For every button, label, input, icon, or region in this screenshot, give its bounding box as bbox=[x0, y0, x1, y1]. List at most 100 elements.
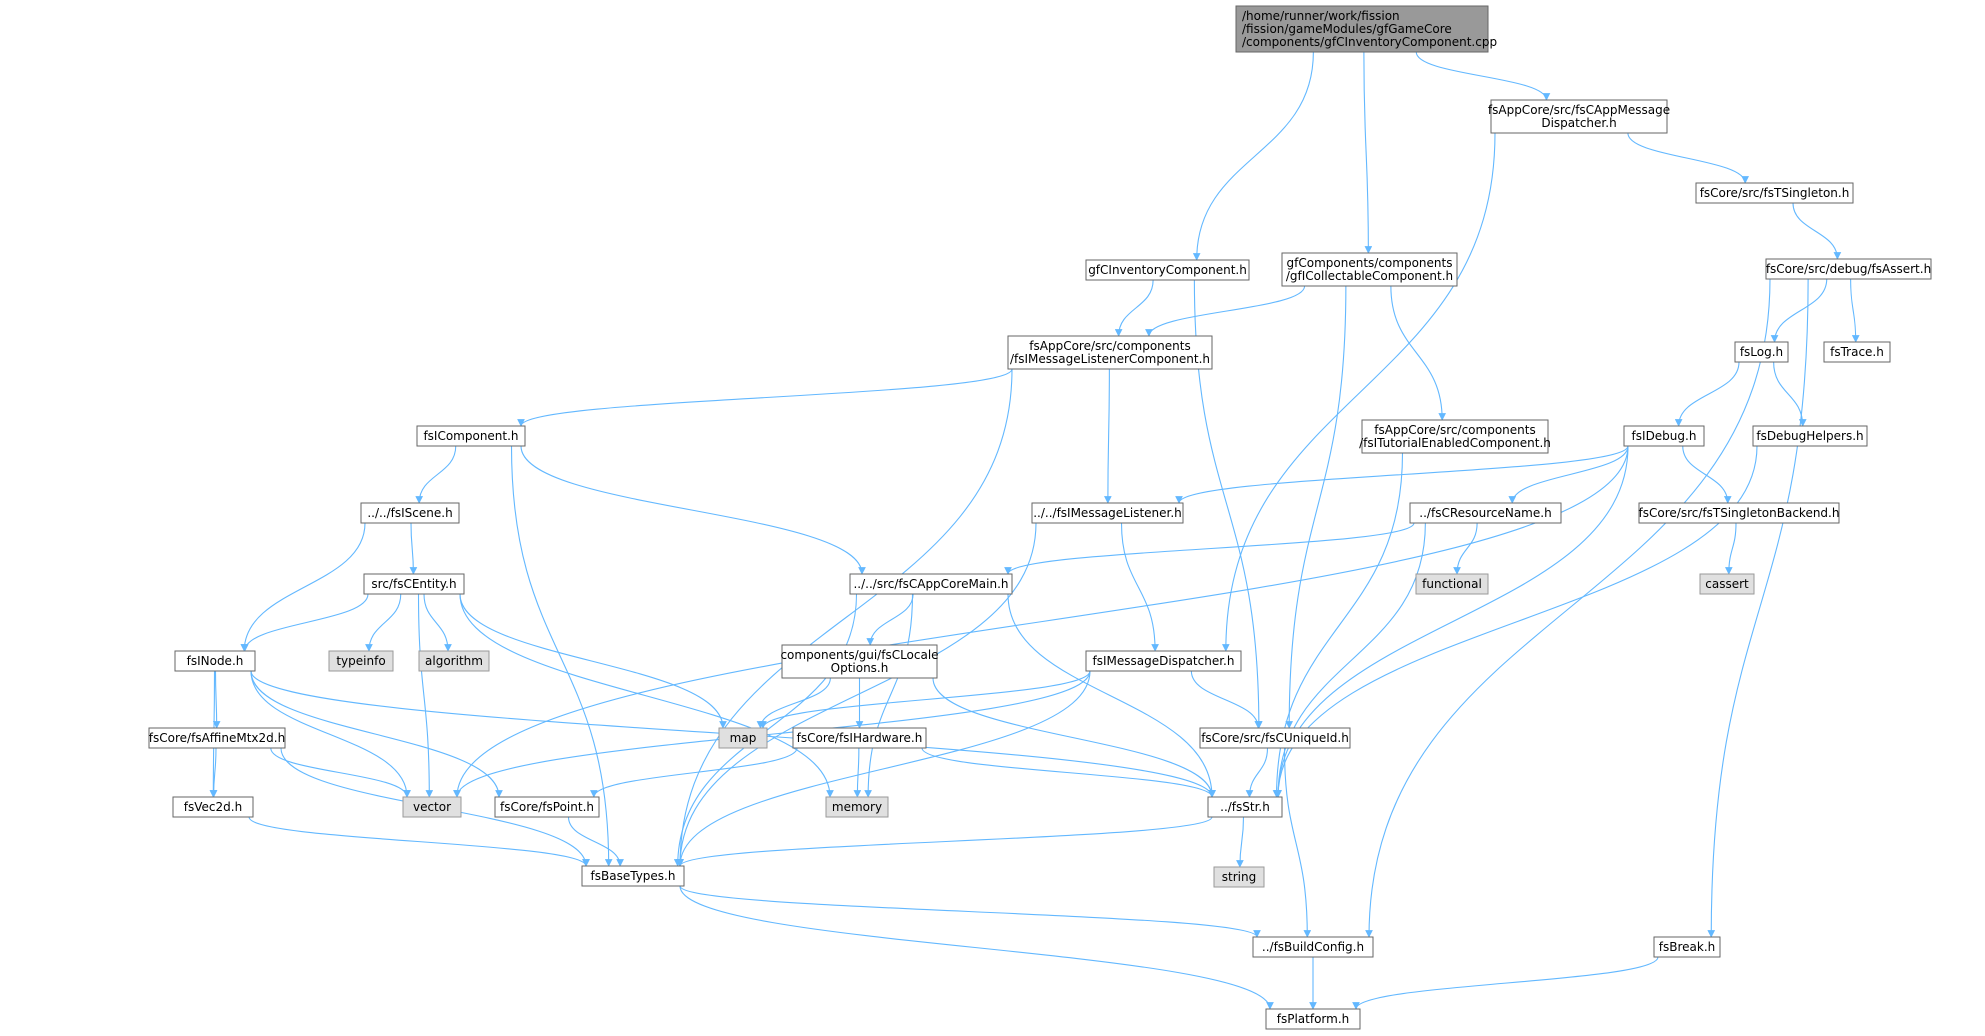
edge-fsidebug-to-resname bbox=[1508, 445, 1629, 504]
node-uniqueid[interactable]: fsCore/src/fsCUniqueId.h bbox=[1199, 727, 1351, 749]
edge-affine-to-vec2d bbox=[209, 747, 218, 798]
node-msglistener[interactable]: ../../fsIMessageListener.h bbox=[1031, 502, 1184, 524]
node-label-tsingleton-0: fsCore/src/fsTSingleton.h bbox=[1700, 186, 1850, 200]
node-label-msglistcomp-0: fsAppCore/src/components bbox=[1029, 339, 1190, 353]
node-inode[interactable]: fsINode.h bbox=[174, 650, 256, 672]
node-map: map bbox=[718, 727, 768, 749]
node-label-singletonbackend-0: fsCore/src/fsTSingletonBackend.h bbox=[1639, 506, 1840, 520]
node-label-typeinfo-0: typeinfo bbox=[336, 654, 385, 668]
node-appcoremain[interactable]: ../../src/fsCAppCoreMain.h bbox=[849, 573, 1013, 595]
node-root[interactable]: /home/runner/work/fission/fission/gameMo… bbox=[1235, 5, 1497, 53]
node-point[interactable]: fsCore/fsPoint.h bbox=[494, 796, 600, 818]
node-box-msgdisp bbox=[1085, 650, 1242, 672]
edge-centity-to-typeinfo bbox=[365, 593, 402, 652]
edge-msglistcomp-to-basetypes bbox=[676, 368, 1013, 867]
node-label-tutorial-1: /fsITutorialEnabledComponent.h bbox=[1359, 436, 1551, 450]
node-label-collectable-0: gfComponents/components bbox=[1287, 256, 1453, 270]
node-label-icomponent-0: fsIComponent.h bbox=[423, 429, 518, 443]
edge-invcomp-to-msglistcomp bbox=[1114, 279, 1154, 337]
node-invcomp[interactable]: gfCInventoryComponent.h bbox=[1085, 259, 1250, 281]
node-box-buildconfig bbox=[1252, 936, 1374, 958]
node-box-msglistener bbox=[1031, 502, 1184, 524]
node-box-fslog bbox=[1734, 341, 1789, 363]
node-label-ihardware-0: fsCore/fsIHardware.h bbox=[797, 731, 923, 745]
node-fsidebug[interactable]: fsIDebug.h bbox=[1623, 425, 1705, 447]
node-label-fsassert-0: fsCore/src/debug/fsAssert.h bbox=[1766, 262, 1931, 276]
node-label-msglistcomp-1: /fsIMessageListenerComponent.h bbox=[1010, 352, 1210, 366]
edge-singletonbackend-to-cassert bbox=[1724, 522, 1737, 575]
node-singletonbackend[interactable]: fsCore/src/fsTSingletonBackend.h bbox=[1638, 502, 1840, 524]
node-resname[interactable]: ../fsCResourceName.h bbox=[1409, 502, 1562, 524]
edge-resname-to-functional bbox=[1453, 522, 1478, 575]
node-box-vec2d bbox=[172, 796, 254, 818]
node-platform[interactable]: fsPlatform.h bbox=[1265, 1008, 1361, 1030]
node-label-affine-0: fsCore/fsAffineMtx2d.h bbox=[149, 731, 285, 745]
node-msglistcomp[interactable]: fsAppCore/src/components/fsIMessageListe… bbox=[1007, 335, 1213, 370]
edge-fslog-to-fsidebug bbox=[1674, 361, 1740, 427]
node-label-localeopts-0: components/gui/fsCLocale bbox=[780, 648, 938, 662]
node-ihardware[interactable]: fsCore/fsIHardware.h bbox=[792, 727, 927, 749]
edge-point-to-basetypes bbox=[567, 816, 624, 867]
edge-resname-to-appcoremain bbox=[1004, 522, 1415, 575]
node-box-appmsgdisp bbox=[1490, 99, 1668, 134]
node-basetypes[interactable]: fsBaseTypes.h bbox=[581, 865, 685, 887]
node-label-fsidebug-0: fsIDebug.h bbox=[1632, 429, 1697, 443]
node-icomponent[interactable]: fsIComponent.h bbox=[416, 425, 526, 447]
node-label-basetypes-0: fsBaseTypes.h bbox=[591, 869, 676, 883]
node-box-singletonbackend bbox=[1638, 502, 1840, 524]
node-collectable[interactable]: gfComponents/components/gfICollectableCo… bbox=[1281, 252, 1458, 287]
node-string: string bbox=[1213, 866, 1265, 888]
edge-fsbreak-to-platform bbox=[1352, 956, 1659, 1010]
node-centity[interactable]: src/fsCEntity.h bbox=[363, 573, 465, 595]
edge-appcoremain-to-fsstr bbox=[1007, 593, 1216, 798]
node-box-icomponent bbox=[416, 425, 526, 447]
edge-centity-to-map bbox=[459, 593, 727, 729]
node-box-msglistcomp bbox=[1007, 335, 1213, 370]
node-vec2d[interactable]: fsVec2d.h bbox=[172, 796, 254, 818]
edge-collectable-to-uniqueid bbox=[1285, 285, 1347, 729]
node-label-collectable-1: /gfICollectableComponent.h bbox=[1286, 269, 1453, 283]
node-box-basetypes bbox=[581, 865, 685, 887]
edge-iscene-to-centity bbox=[409, 522, 418, 575]
edge-iscene-to-inode bbox=[240, 522, 366, 652]
node-box-fsstr bbox=[1207, 796, 1283, 818]
edge-msgdisp-to-uniqueid bbox=[1190, 670, 1263, 729]
node-debughelpers[interactable]: fsDebugHelpers.h bbox=[1752, 425, 1868, 447]
node-fsassert[interactable]: fsCore/src/debug/fsAssert.h bbox=[1765, 258, 1932, 280]
node-label-point-0: fsCore/fsPoint.h bbox=[500, 800, 594, 814]
edge-inode-to-affine bbox=[212, 670, 221, 729]
edge-fslog-to-debughelpers bbox=[1773, 361, 1807, 427]
edge-appmsgdisp-to-msgdisp bbox=[1221, 132, 1496, 652]
node-tutorial[interactable]: fsAppCore/src/components/fsITutorialEnab… bbox=[1359, 419, 1551, 454]
node-fsbreak[interactable]: fsBreak.h bbox=[1653, 936, 1721, 958]
node-msgdisp[interactable]: fsIMessageDispatcher.h bbox=[1085, 650, 1242, 672]
edge-ihardware-to-memory bbox=[853, 747, 862, 798]
edge-collectable-to-tutorial bbox=[1390, 285, 1447, 421]
nodes-layer: /home/runner/work/fission/fission/gameMo… bbox=[148, 5, 1932, 1030]
node-box-localeopts bbox=[781, 644, 938, 679]
node-label-invcomp-0: gfCInventoryComponent.h bbox=[1088, 263, 1247, 277]
node-box-uniqueid bbox=[1199, 727, 1351, 749]
node-cassert: cassert bbox=[1699, 573, 1755, 595]
node-box-tutorial bbox=[1361, 419, 1549, 454]
edge-appcoremain-to-localeopts bbox=[866, 593, 914, 646]
node-label-functional-0: functional bbox=[1422, 577, 1482, 591]
node-label-fstrace-0: fsTrace.h bbox=[1830, 345, 1884, 359]
node-buildconfig[interactable]: ../fsBuildConfig.h bbox=[1252, 936, 1374, 958]
node-box-cassert bbox=[1699, 573, 1755, 595]
node-label-vector-0: vector bbox=[413, 800, 451, 814]
node-fslog[interactable]: fsLog.h bbox=[1734, 341, 1789, 363]
node-fstrace[interactable]: fsTrace.h bbox=[1823, 341, 1891, 363]
node-affine[interactable]: fsCore/fsAffineMtx2d.h bbox=[148, 727, 286, 749]
node-iscene[interactable]: ../../fsIScene.h bbox=[360, 502, 460, 524]
node-tsingleton[interactable]: fsCore/src/fsTSingleton.h bbox=[1695, 182, 1854, 204]
node-label-msglistener-0: ../../fsIMessageListener.h bbox=[1033, 506, 1182, 520]
node-algorithm: algorithm bbox=[418, 650, 490, 672]
node-box-vector bbox=[402, 796, 462, 818]
edge-root-to-collectable bbox=[1363, 51, 1373, 254]
edge-collectable-to-msglistcomp bbox=[1145, 285, 1306, 337]
edge-msgdisp-to-map bbox=[759, 670, 1091, 729]
node-fsstr[interactable]: ../fsStr.h bbox=[1207, 796, 1283, 818]
